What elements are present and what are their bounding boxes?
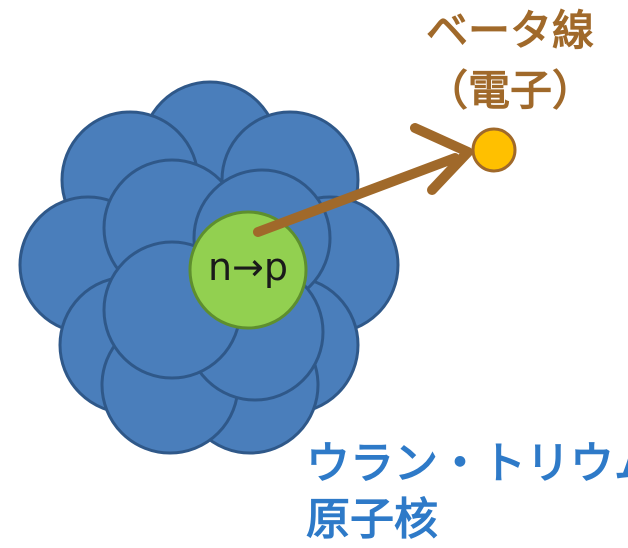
decaying-neutron bbox=[188, 210, 308, 330]
arrow-head bbox=[410, 123, 473, 195]
nucleus-label-line1: ウラン・トリウム bbox=[306, 438, 628, 489]
nucleus-label-line2: 原子核 bbox=[306, 494, 438, 545]
beta-ray-label-line1: ベータ線 bbox=[425, 6, 594, 55]
decay-text: n→p bbox=[207, 245, 289, 289]
electron-icon bbox=[471, 127, 517, 173]
beta-ray-label-line2: （電子） bbox=[425, 66, 594, 115]
arrow-icon bbox=[253, 153, 460, 237]
